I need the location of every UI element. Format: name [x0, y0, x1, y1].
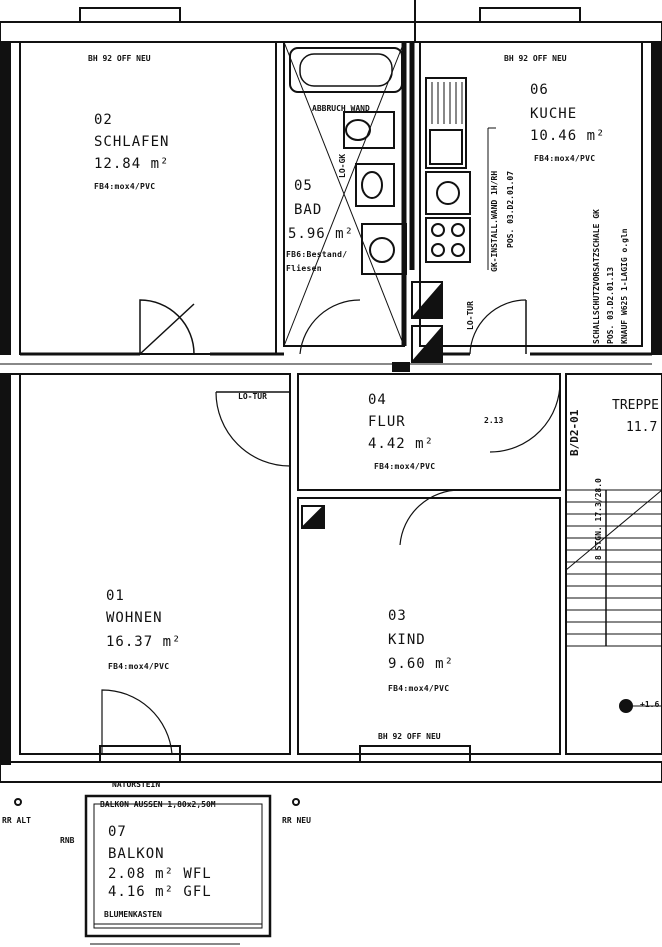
shaft-3: [301, 505, 325, 529]
toilet: [355, 163, 395, 207]
stove-1: [425, 171, 471, 215]
balkon-size-note: BALKON AUSSEN 1,80x2,50M: [100, 800, 216, 809]
room-07-area-gfl: 4.16 m² GFL: [108, 884, 212, 900]
room-03-outline: [297, 497, 561, 755]
room-06-outline: [419, 41, 643, 347]
room-01-number: 01: [106, 588, 125, 604]
washbasin: [343, 111, 395, 149]
door-kind: [399, 489, 461, 546]
room-01-name: WOHNEN: [106, 610, 163, 626]
top-window-2: [479, 7, 581, 23]
room-01-outline: [19, 373, 291, 755]
room-03-number: 03: [388, 608, 407, 624]
door-wohnen: [215, 391, 291, 467]
bathtub: [289, 47, 403, 93]
shaft-2: [411, 325, 443, 363]
gk-pos-note: POS. 03.D2.01.07: [506, 170, 515, 248]
room-03-window: BH 92 OFF NEU: [378, 732, 441, 741]
door-flur: [489, 379, 561, 453]
room-03-name: KIND: [388, 632, 426, 648]
room-04-area: 4.42 m²: [368, 436, 435, 452]
room-07-name: BALKON: [108, 846, 165, 862]
room-02-name: SCHLAFEN: [94, 134, 170, 150]
left-wall-lower: [0, 373, 11, 765]
schall-pos-note: POS. 03.D2.01.13: [606, 266, 615, 344]
room-02-area: 12.84 m²: [94, 156, 170, 172]
room-02-outline: [19, 41, 277, 355]
balcony-outline: [84, 794, 272, 938]
abbruch-note: ABBRUCH WAND: [312, 104, 370, 113]
rr-neu-note: RR NEU: [282, 816, 311, 825]
lo-tur-kueche: LO-TUR: [466, 301, 475, 330]
room-06-number: 06: [530, 82, 549, 98]
room-05-area: 5.96 m²: [288, 226, 355, 242]
room-06-floor: FB4:mox4/PVC: [534, 154, 596, 163]
gk-install-note: GK-INSTALL.WAND 1H/RH: [490, 170, 499, 272]
room-05-name: BAD: [294, 202, 323, 218]
top-window-1: [79, 7, 181, 23]
room-07-area-wfl: 2.08 m² WFL: [108, 866, 212, 882]
room-01-area: 16.37 m²: [106, 634, 182, 650]
kitchen-counter: [425, 77, 467, 169]
top-exterior-wall: [0, 21, 662, 43]
shaft-1: [411, 281, 443, 319]
door-balkon: [101, 689, 173, 755]
room-02-floor: FB4:mox4/PVC: [94, 182, 156, 191]
stair-wall-label: B/D2-01: [568, 409, 581, 456]
room-05-number: 05: [294, 178, 313, 194]
stove-2: [425, 217, 471, 263]
room-04-name: FLUR: [368, 414, 406, 430]
room-02-number: 02: [94, 112, 113, 128]
lo-tur-flur: LO-TUR: [238, 392, 267, 401]
room-04-number: 04: [368, 392, 387, 408]
stair-marker: 2.13: [484, 416, 504, 425]
lo-gk-note: LO-GK: [338, 153, 347, 178]
stair-outline: [565, 373, 662, 755]
schallschutz-note: SCHALLSCHUTZVORSATZSCHALE GK: [592, 209, 601, 344]
door-schlafen: [139, 299, 195, 355]
room-07-number: 07: [108, 824, 127, 840]
room-01-floor: FB4:mox4/PVC: [108, 662, 170, 671]
stair-level: +1.6: [640, 700, 660, 709]
naturstein-note: NATURSTEIN: [112, 780, 161, 789]
kitchen-sink: [429, 129, 463, 165]
stair-label: TREPPE: [612, 398, 659, 413]
rr-alt-note: RR ALT: [2, 816, 31, 825]
room-02-window: BH 92 OFF NEU: [88, 54, 151, 63]
bottom-exterior-wall: [0, 761, 662, 783]
door-bad: [299, 299, 361, 355]
stair-area: 11.7: [626, 420, 658, 435]
room-04-floor: FB4:mox4/PVC: [374, 462, 436, 471]
left-wall-upper: [0, 41, 11, 355]
room-06-window: BH 92 OFF NEU: [504, 54, 567, 63]
room-03-floor: FB4:mox4/PVC: [388, 684, 450, 693]
room-05-floor: FB6:Bestand/: [286, 250, 348, 259]
room-06-area: 10.46 m²: [530, 128, 606, 144]
room-05-floor-2: Fliesen: [286, 264, 322, 273]
blumenkasten-note: BLUMENKASTEN: [104, 910, 162, 919]
room-06-name: KUCHE: [530, 106, 578, 122]
shower: [361, 223, 407, 275]
room-03-area: 9.60 m²: [388, 656, 455, 672]
knauf-note: KNAUF W625 1-LAGIG o.gln: [620, 228, 629, 344]
right-wall-upper: [651, 41, 662, 355]
stair-note: 8 STGN. 17.3/28.0: [594, 478, 603, 560]
room-04-outline: [297, 373, 561, 491]
door-kueche: [469, 299, 527, 355]
rnb-note: RNB: [60, 836, 75, 845]
